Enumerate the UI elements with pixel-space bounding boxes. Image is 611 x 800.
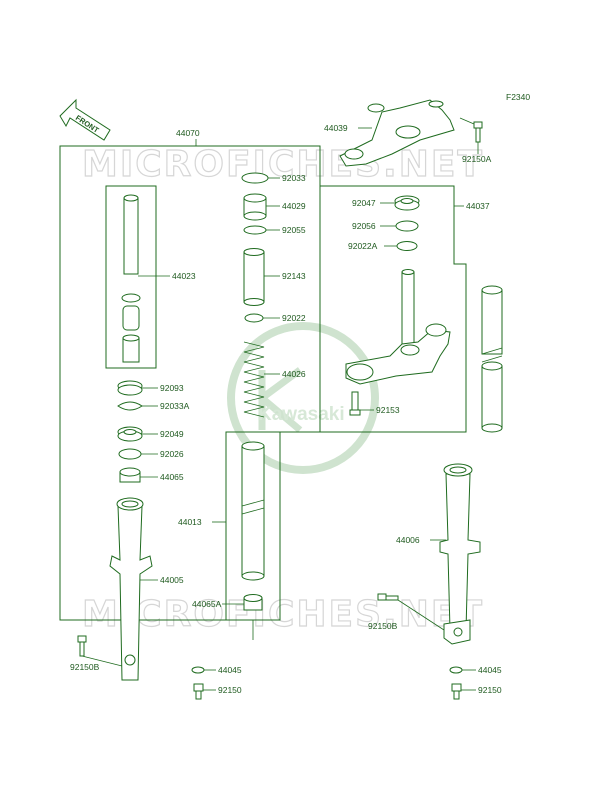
- front-arrow-icon: FRONT: [59, 98, 111, 141]
- label-92150b-left: 92150B: [70, 662, 100, 672]
- label-92150b-right: 92150B: [368, 621, 398, 631]
- oil-seal-92049: [117, 426, 143, 442]
- label-44065a: 44065A: [192, 599, 222, 609]
- label-44045-right: 44045: [478, 665, 502, 675]
- label-44065: 44065: [160, 472, 184, 482]
- bolt-92150b-right: [377, 593, 399, 601]
- inner-tube-44013: [241, 441, 265, 581]
- damper-rod-box: [105, 185, 157, 369]
- label-44013: 44013: [178, 517, 202, 527]
- label-44006: 44006: [396, 535, 420, 545]
- label-92150-right: 92150: [478, 685, 502, 695]
- label-44037: 44037: [466, 201, 490, 211]
- watermark-bottom: MICROFICHES.NET: [82, 594, 484, 635]
- inner-tube-right: [481, 285, 503, 433]
- label-44045-left: 44045: [218, 665, 242, 675]
- logo-text: Kawasaki: [258, 404, 345, 425]
- guide-bush-44065a: [243, 594, 263, 611]
- washer-44045-right: [449, 666, 463, 674]
- label-92049: 92049: [160, 429, 184, 439]
- kawasaki-logo: Kawasaki: [227, 322, 379, 474]
- label-92033: 92033: [282, 173, 306, 183]
- bolt-92150a: [473, 121, 483, 143]
- bearing-92047: [394, 195, 420, 211]
- watermark-top: MICROFICHES.NET: [82, 144, 484, 185]
- stem-lower-bracket: [345, 269, 451, 385]
- label-92093: 92093: [160, 383, 184, 393]
- label-92026: 92026: [160, 449, 184, 459]
- label-92150-left: 92150: [218, 685, 242, 695]
- label-92150a: 92150A: [462, 154, 492, 164]
- damper-rod: [121, 194, 141, 363]
- label-44005: 44005: [160, 575, 184, 585]
- outer-tube-44006: [439, 463, 481, 645]
- label-44070: 44070: [176, 128, 200, 138]
- circlip-92033: [241, 172, 269, 184]
- washer-92022: [244, 313, 264, 323]
- bolt-92153: [349, 391, 361, 416]
- label-92143: 92143: [282, 271, 306, 281]
- label-92022: 92022: [282, 313, 306, 323]
- label-92153: 92153: [376, 405, 400, 415]
- circlip-92033a: [117, 401, 143, 411]
- washer-92022a: [396, 241, 418, 251]
- spring-cap-44029: [243, 193, 267, 221]
- bolt-92150-left: [193, 683, 204, 700]
- outer-tube-44005: [109, 497, 153, 681]
- guide-bush-44065: [119, 467, 141, 483]
- seal-92056: [395, 220, 419, 232]
- label-44039: 44039: [324, 123, 348, 133]
- label-92022a: 92022A: [348, 241, 378, 251]
- fork-spring-44026: [243, 341, 265, 418]
- washer-44045-left: [191, 666, 205, 674]
- oil-seal-92093: [117, 380, 143, 396]
- label-92033a: 92033A: [160, 401, 190, 411]
- spacer-92026: [118, 448, 142, 460]
- collar-92143: [243, 248, 265, 306]
- label-44029: 44029: [282, 201, 306, 211]
- bolt-92150-right: [451, 683, 462, 700]
- bolt-92150b-left: [77, 635, 87, 657]
- figure-code: F2340: [506, 92, 530, 102]
- upper-bracket-44039: [339, 99, 455, 167]
- o-ring-92055: [243, 225, 267, 235]
- label-92047: 92047: [352, 198, 376, 208]
- label-92056: 92056: [352, 221, 376, 231]
- label-44023: 44023: [172, 271, 196, 281]
- label-44026: 44026: [282, 369, 306, 379]
- steering-stem-frame: [320, 185, 467, 433]
- label-92055: 92055: [282, 225, 306, 235]
